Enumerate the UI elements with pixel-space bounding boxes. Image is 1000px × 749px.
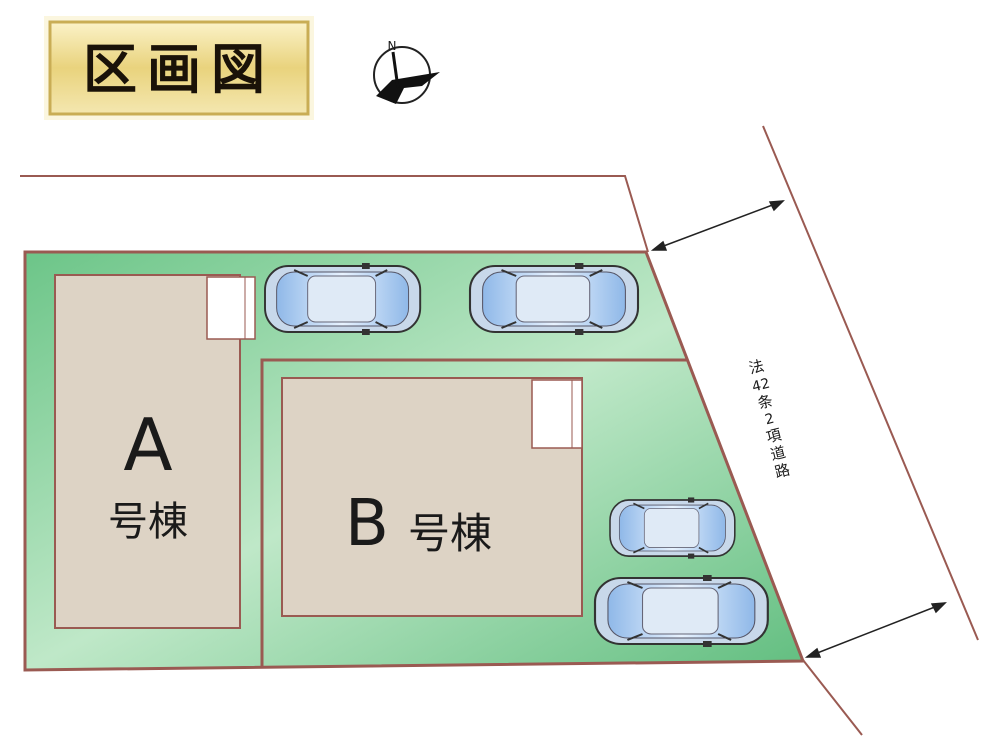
road-label: 法 42 条 2 項 道 路: [747, 357, 792, 482]
car-icon: [468, 261, 640, 337]
car-icon: [593, 573, 769, 649]
title-plate: 区画図: [44, 16, 314, 120]
road-width-arrows: [650, 200, 947, 658]
lot-a-suffix: 号棟: [108, 499, 188, 545]
road-boundaries: [20, 125, 979, 736]
compass-north-label: N: [388, 39, 397, 53]
svg-text:項: 項: [764, 425, 783, 446]
lot-divider: [260, 358, 688, 668]
title: 区画図: [83, 37, 275, 101]
house-b: [281, 377, 583, 617]
svg-text:路: 路: [773, 460, 792, 481]
lot-b-letter: B: [345, 487, 389, 561]
svg-text:法: 法: [747, 357, 766, 378]
svg-text:2: 2: [763, 411, 776, 429]
car-icon: [609, 496, 736, 560]
house-a: [54, 274, 256, 629]
lot-b-suffix: 号棟: [408, 509, 492, 558]
compass-icon: N: [373, 39, 440, 104]
svg-text:道: 道: [769, 443, 788, 464]
lot-a-letter: A: [123, 403, 172, 487]
svg-text:条: 条: [756, 391, 775, 412]
svg-text:42: 42: [751, 376, 772, 396]
car-icon: [264, 262, 422, 336]
